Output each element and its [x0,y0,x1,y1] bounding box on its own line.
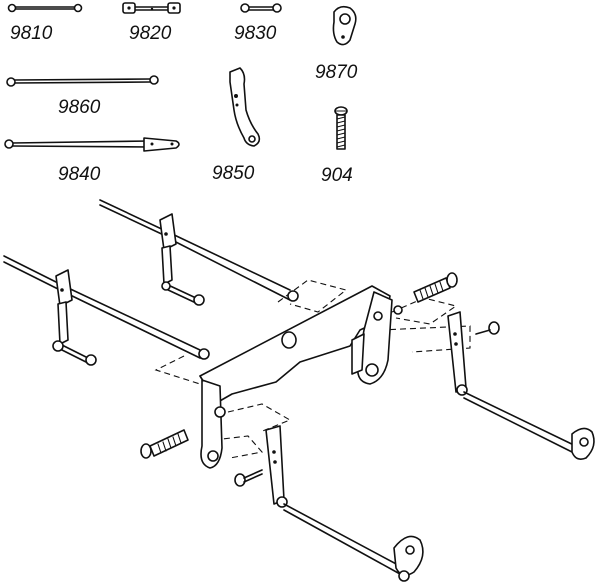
part-label-9840: 9840 [58,164,101,185]
right-lever-assembly [447,311,595,460]
part-label-904: 904 [321,165,353,186]
lower-left-rod-assembly [3,255,210,366]
lower-lever-assembly [234,425,424,582]
part-label-9850: 9850 [212,163,255,184]
part-label-9830: 9830 [234,23,277,44]
main-frame [199,285,403,469]
part-9850-drawing [229,67,261,147]
left-screw [140,429,189,459]
part-9840-drawing [4,137,180,152]
upper-left-rod-assembly [99,199,299,306]
part-9870-drawing [332,5,357,46]
part-label-9810: 9810 [10,23,53,44]
right-screw [413,272,458,303]
part-label-9860: 9860 [58,97,101,118]
part-9830-drawing [240,3,282,13]
part-9820-drawing [122,2,181,14]
part-9810-drawing [7,3,83,13]
part-9860-drawing [6,75,159,87]
part-904-drawing [334,106,348,150]
part-label-9870: 9870 [315,62,358,83]
part-label-9820: 9820 [129,23,172,44]
